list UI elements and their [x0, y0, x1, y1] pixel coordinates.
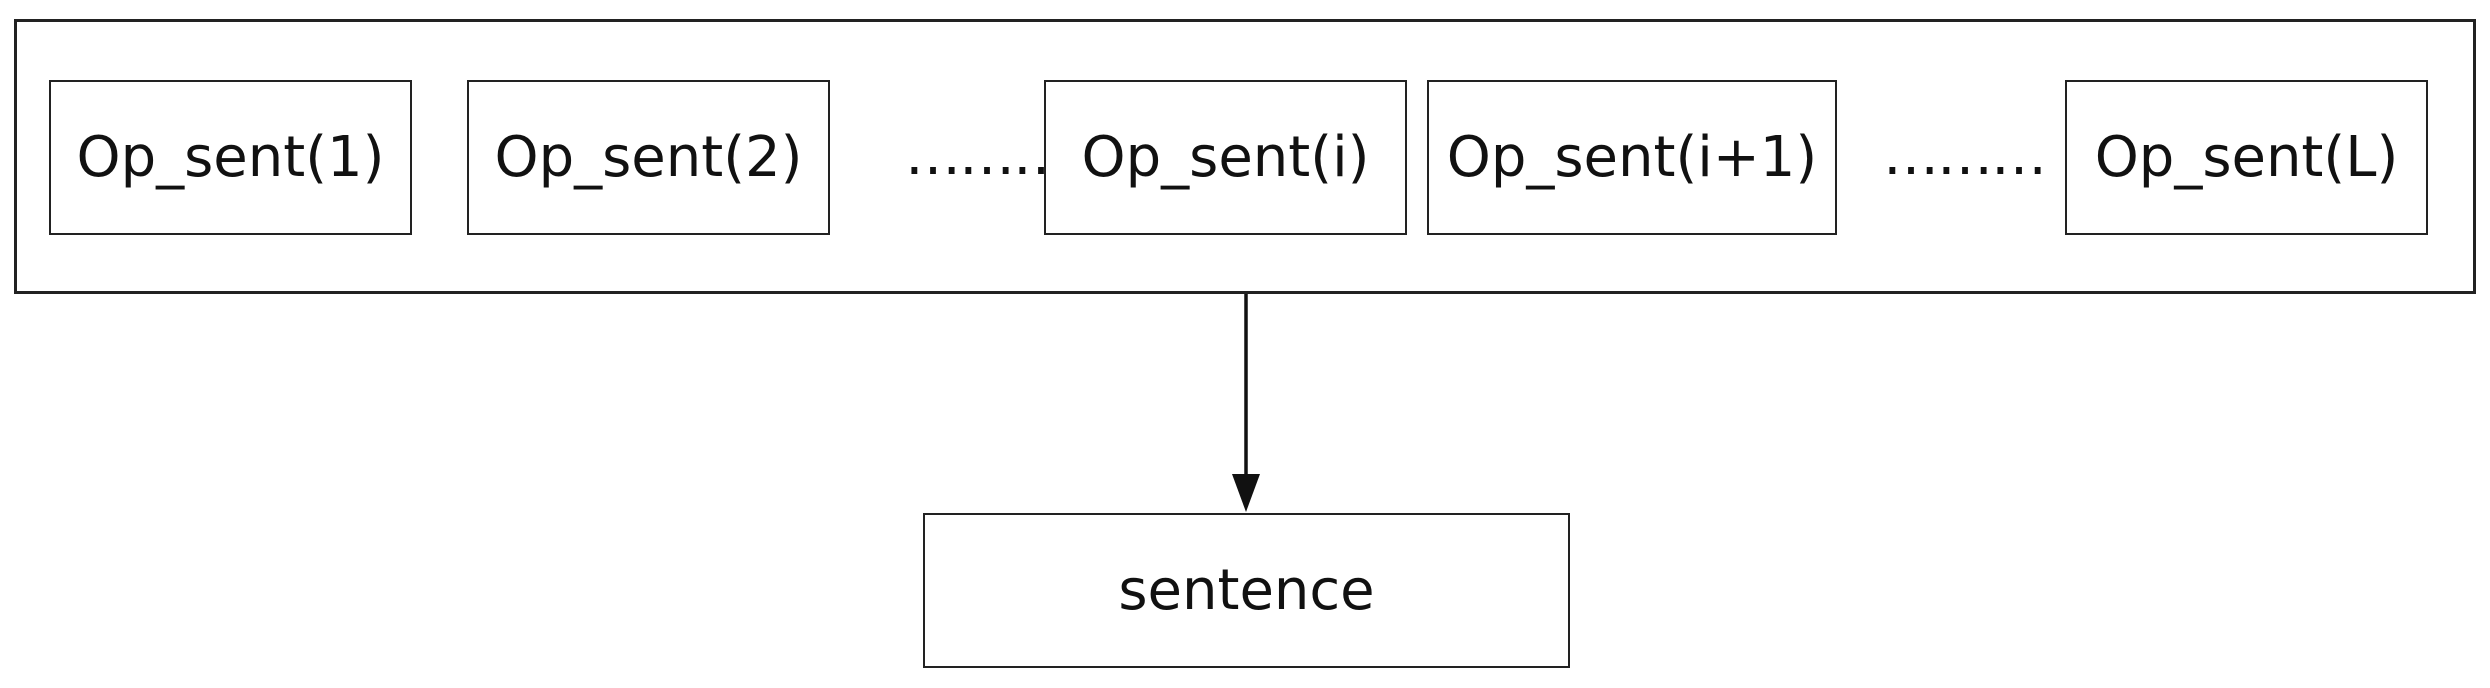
op-sent-2-box: Op_sent(2) — [467, 80, 830, 235]
op-sentence-container — [14, 19, 2476, 294]
op-sent-1-box: Op_sent(1) — [49, 80, 412, 235]
op-sent-2-label: Op_sent(2) — [494, 125, 803, 190]
op-sent-i-box: Op_sent(i) — [1044, 80, 1407, 235]
op-sent-l-box: Op_sent(L) — [2065, 80, 2428, 235]
ellipsis-2: ……… — [1883, 123, 2047, 188]
op-sent-l-label: Op_sent(L) — [2094, 125, 2399, 190]
op-sent-i-label: Op_sent(i) — [1081, 125, 1370, 190]
op-sent-i-plus-1-box: Op_sent(i+1) — [1427, 80, 1837, 235]
arrowhead-icon — [1232, 474, 1260, 512]
op-sent-i-plus-1-label: Op_sent(i+1) — [1446, 125, 1818, 190]
ellipsis-1: ……… — [905, 123, 1069, 188]
op-sent-1-label: Op_sent(1) — [76, 125, 385, 190]
sentence-box: sentence — [923, 513, 1570, 668]
sentence-label: sentence — [1118, 558, 1375, 623]
